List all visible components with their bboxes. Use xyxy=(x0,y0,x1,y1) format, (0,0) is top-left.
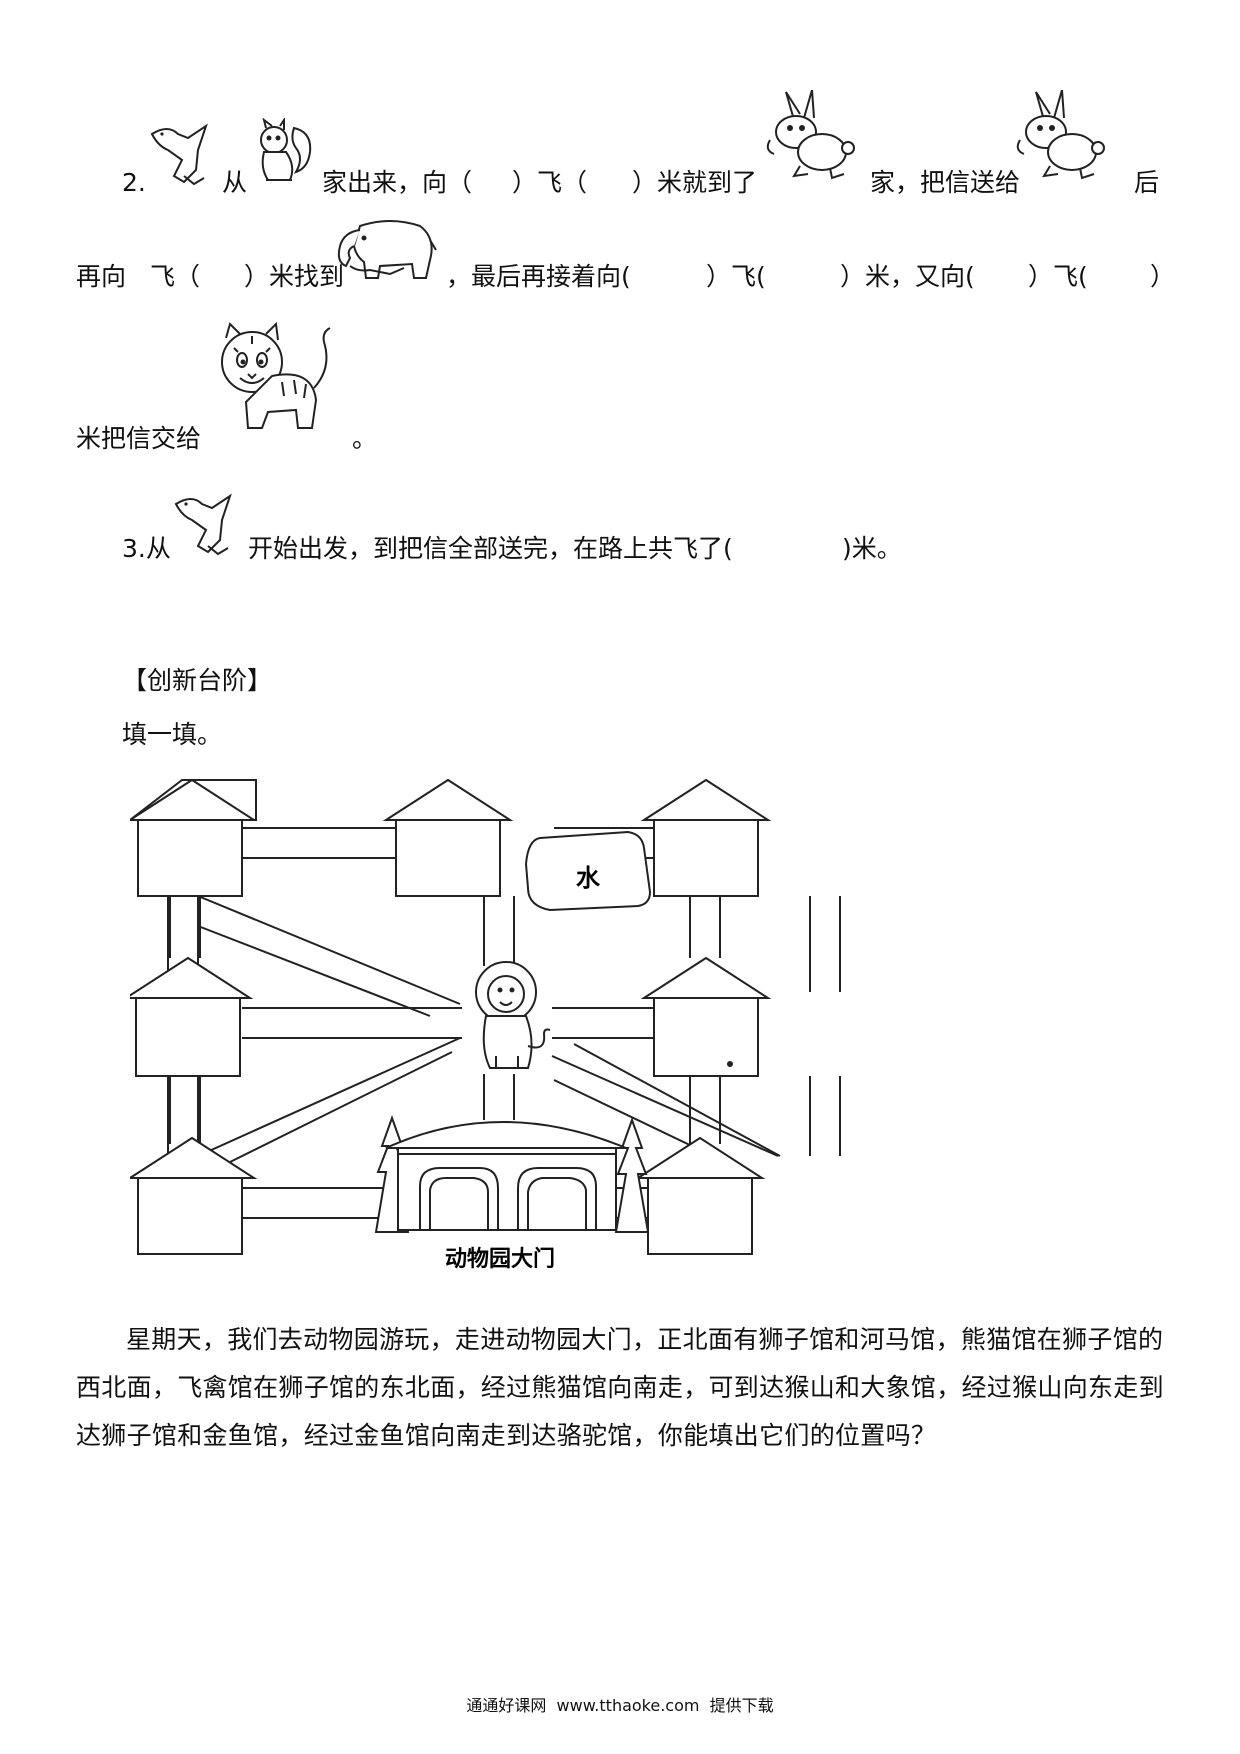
q3-text-b: 开始出发，到把信全部送完，在路上共飞了( xyxy=(248,534,733,563)
q3-text-a: 3.从 xyxy=(122,534,171,563)
q2-after: 后 xyxy=(1134,168,1160,197)
water-pond xyxy=(524,830,652,912)
elephant-icon xyxy=(337,220,437,279)
tiger-icon xyxy=(221,321,331,429)
q2-line2-h: ） xyxy=(1150,262,1176,291)
house-middle-left xyxy=(130,956,254,1077)
zoo-map: 水 动物园大门 xyxy=(130,778,841,1272)
house-bottom-left xyxy=(130,1136,258,1255)
dove-icon-2 xyxy=(174,493,232,556)
squirrel-icon xyxy=(260,118,312,181)
q2-line2-a: 再向 xyxy=(76,262,127,291)
q2-fly1: ）飞（ xyxy=(512,168,588,197)
house-bottom-right xyxy=(634,1136,766,1255)
rabbit-icon xyxy=(766,90,855,180)
footer-text: 通通好课网 www.tthaoke.com 提供下载 xyxy=(466,1696,774,1715)
q2-line2-f: ）米，又向( xyxy=(840,262,975,291)
q2-home-out: 家出来，向（ xyxy=(322,168,473,197)
q2-line3-a: 米把信交给 xyxy=(76,424,202,453)
dove-icon xyxy=(150,123,208,186)
q2-line3-b: 。 xyxy=(352,424,378,453)
gate-label: 动物园大门 xyxy=(445,1246,555,1272)
q2-line2-g: ）飞( xyxy=(1028,262,1088,291)
house-middle-right xyxy=(640,956,772,1077)
house-top-center xyxy=(382,778,514,897)
section-title: 【创新台阶】 xyxy=(122,666,273,695)
q2-line2-d: ，最后再接着向( xyxy=(446,262,631,291)
q2-home-give: 家，把信送给 xyxy=(870,168,1021,197)
q2-number: 2. xyxy=(122,168,146,197)
rabbit-icon-2 xyxy=(1016,90,1105,180)
q2-line2-e: ）飞( xyxy=(706,262,766,291)
q2-line2-b: 飞（ xyxy=(150,262,201,291)
water-label: 水 xyxy=(576,864,601,892)
house-top-left xyxy=(130,778,258,897)
q3-text-c: )米。 xyxy=(842,534,902,563)
problem-paragraph: 星期天，我们去动物园游玩，走进动物园大门，正北面有狮子馆和河马馆，熊猫馆在狮子馆… xyxy=(76,1325,1164,1450)
q2-line2-c: ）米找到 xyxy=(244,262,345,291)
q2-from: 从 xyxy=(222,168,248,197)
section-instruction: 填一填。 xyxy=(122,720,223,749)
zoo-gate xyxy=(374,1115,650,1233)
house-top-right xyxy=(640,778,772,897)
q2-meter-arrive: ）米就到了 xyxy=(632,168,758,197)
lion-icon xyxy=(475,961,551,1069)
